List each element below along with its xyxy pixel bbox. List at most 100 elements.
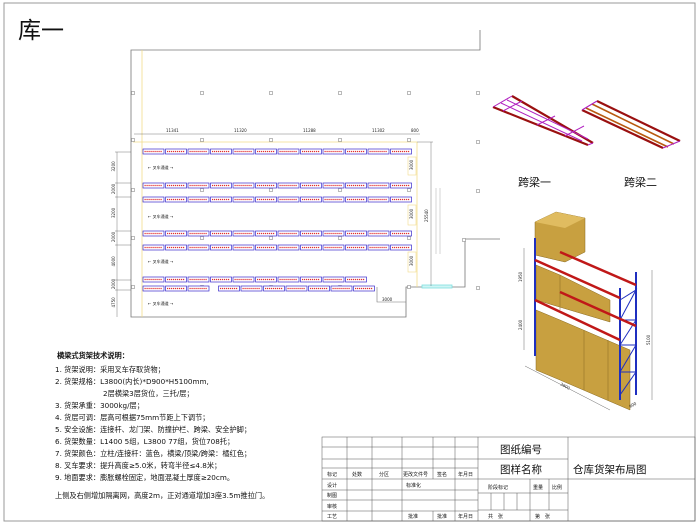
column-marker [200,188,204,192]
column-marker [269,91,273,95]
right-door-bracket [407,251,417,273]
floor-plan: 3200200032002000400020004750300030003000… [111,30,500,318]
column-marker [131,236,135,240]
tb-header: 年月日 [458,471,473,478]
left-dim: 4750 [111,297,116,308]
rack-dim-depth: 900 [628,401,637,409]
tb-total-sheets: 共 张 [488,513,503,520]
right-dim: 3000 [409,159,414,170]
tb-header: 更改文件号 [403,471,428,478]
column-marker [269,236,273,240]
left-dim: 2000 [111,231,116,242]
rack-dim-mid: 2400 [518,319,523,330]
beam-type-1-illustration: 跨梁一 [492,95,594,189]
tb-header: 分区 [379,471,389,478]
rack-dim-top: 1950 [518,271,523,282]
column-marker [338,138,342,142]
column-marker [200,138,204,142]
column-marker [462,238,466,242]
building-wall [130,30,481,318]
rack-3d-illustration: 1950 2400 5100 3800 900 [518,211,653,411]
beam-type-2-illustration: 跨梁二 [581,100,681,189]
note-line: 1. 货架说明：采用叉车存取货物； [55,365,165,374]
column-marker [476,140,480,144]
tb-approve: 批准 [408,513,418,520]
aisle-label: ← 叉车通道 → [148,164,174,170]
tb-date: 年月日 [458,513,473,520]
aisle-label: ← 叉车通道 → [148,300,174,306]
tb-row-label: 审核 [327,503,337,510]
notes-heading: 横梁式货架技术说明： [57,351,129,360]
beam-type-1-label: 跨梁一 [518,175,551,189]
note-line: 7. 货架颜色：立柱/连接杆：蓝色，横梁/顶梁/跨梁：橘红色； [55,449,251,458]
top-dim-1: 11341 [166,128,179,133]
building-wall-step [405,286,422,302]
column-marker [338,236,342,240]
technical-notes: 横梁式货架技术说明： 1. 货架说明：采用叉车存取货物； 2. 货架规格：L38… [55,351,269,500]
title-block [321,436,696,522]
tb-header: 签名 [437,471,447,478]
note-line: 9. 地面要求：膨胀螺栓固定，地面混凝土厚度≥20cm。 [55,473,234,482]
right-dim: 3000 [409,208,414,219]
column-marker [338,91,342,95]
drawing-number-label: 图纸编号 [500,443,542,456]
beam-type-2-label: 跨梁二 [624,175,657,189]
rack-bracing [619,288,638,396]
tb-header: 处数 [352,471,362,478]
pallet-box [535,264,611,323]
rack-dim-length: 3800 [560,381,572,390]
column-marker [269,138,273,142]
rack-dim-height: 5100 [646,334,651,345]
bottom-notch-dim-line [376,287,406,303]
column-marker [476,91,480,95]
column-marker [407,91,411,95]
top-dim-4: 11302 [372,128,385,133]
column-marker [476,286,480,290]
rack-rows [142,148,412,292]
note-line: 3. 货架承重：3000kg/层； [55,401,144,410]
rack-beam [534,258,621,300]
pallet-box [535,309,631,411]
rack-beam [559,290,637,328]
page-title: 库一 [18,18,64,44]
note-line: 4. 货层可调：层高可根据75mm节距上下调节； [55,413,209,422]
tb-stage-mark: 阶段标记 [488,484,508,491]
pallet-box-top [535,212,585,228]
column-marker [131,188,135,192]
title-block-text: 标记 处数 分区 更改文件号 签名 年月日 设计 制图 审核 工艺 标准化 批准… [327,443,647,520]
column-marker [407,188,411,192]
column-marker [407,138,411,142]
top-dim-3: 11288 [303,128,316,133]
right-door-bracket [407,204,417,226]
column-marker [338,188,342,192]
tb-row-label: 制图 [327,492,337,499]
top-dim-2: 11320 [234,128,247,133]
top-dim-5: 800 [411,128,419,133]
tb-standardization: 标准化 [406,482,421,489]
tb-row-label: 设计 [327,482,337,489]
column-marker [407,236,411,240]
left-dim: 2000 [111,278,116,289]
note-line: 8. 叉车要求：提升高度≥5.0米，转弯半径≤4.8米； [55,461,221,470]
column-markers [131,91,480,290]
rack-beam [559,250,637,287]
note-line: 5. 安全设施：连接杆、龙门架、防撞护栏、跨梁、安全护脚； [55,425,251,434]
rack-beam [534,298,621,342]
note-line: 6. 货架数量：L1400 5组，L3800 77组，货位708托； [55,437,234,446]
column-marker [476,189,480,193]
overall-dim: 25540 [424,209,429,222]
tb-weight: 重量 [533,484,543,491]
bottom-dim: 3000 [382,297,393,302]
right-dim: 3000 [409,255,414,266]
tb-scale: 比例 [552,484,562,491]
notes-footer: 上侧及右侧增加隔离网，高度2m，正对通道增加3座3.5m推拉门。 [55,491,269,500]
tb-approve: 批准 [437,513,447,520]
column-marker [200,236,204,240]
drawing-name: 仓库货架布局图 [573,463,647,476]
left-dim: 2000 [111,183,116,194]
note-line: 2层横梁3层货位，三托/层； [103,389,194,398]
column-marker [131,285,135,289]
column-marker [407,285,411,289]
